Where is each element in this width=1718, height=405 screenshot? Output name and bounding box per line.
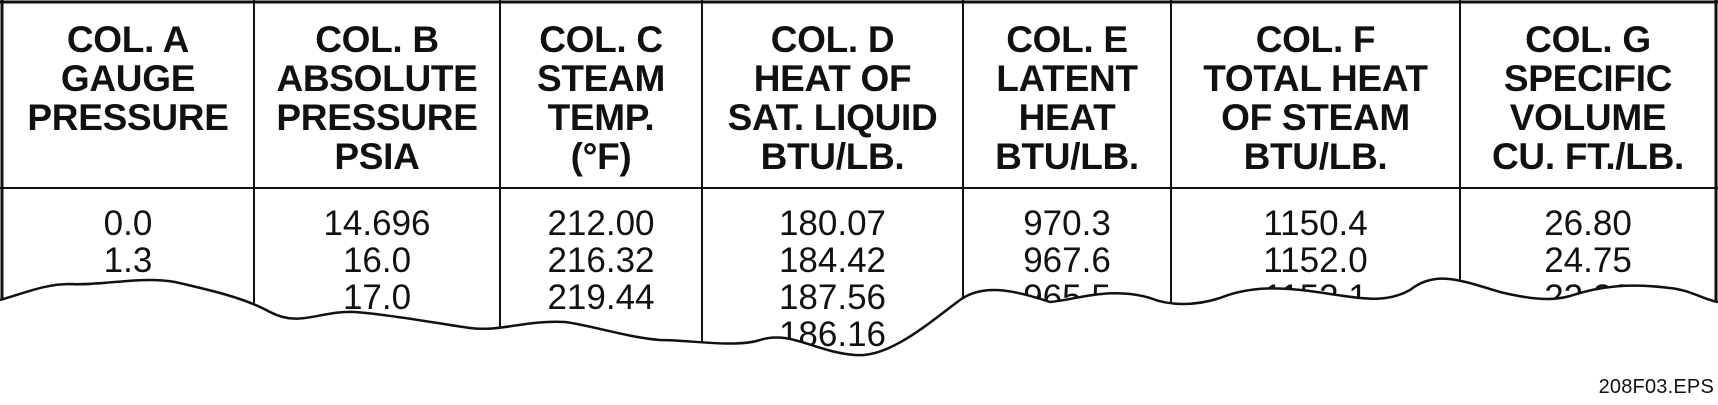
column-a-header-line: COL. A <box>66 19 190 60</box>
column-g-header-line: COL. G <box>1525 19 1651 60</box>
column-d-header-line: BTU/LB. <box>760 136 905 177</box>
column-g-header-line: CU. FT./LB. <box>1492 136 1684 177</box>
column-e-header-line: LATENT <box>996 58 1138 99</box>
column-g-value: 22.39 <box>1544 278 1632 317</box>
column-d-header-line: HEAT OF <box>753 58 912 99</box>
column-e: COL. E LATENT HEAT BTU/LB. 970.3 967.6 9… <box>963 0 1171 330</box>
column-f-value: 1150.4 <box>1263 204 1368 243</box>
column-b-header-line: COL. B <box>315 19 439 60</box>
column-b-header-line: PRESSURE <box>276 97 478 138</box>
column-d-header: COL. D HEAT OF SAT. LIQUID BTU/LB. <box>702 20 963 176</box>
column-f-header-line: COL. F <box>1255 19 1376 60</box>
column-d-value: 187.56 <box>778 278 887 317</box>
column-f-header: COL. F TOTAL HEAT OF STEAM BTU/LB. <box>1171 20 1460 176</box>
column-e-header-line: HEAT <box>1018 97 1116 138</box>
column-a-header-line: PRESSURE <box>27 97 229 138</box>
column-e-value: 965.5 <box>1023 278 1111 317</box>
column-g-header-line: VOLUME <box>1509 97 1667 138</box>
column-b-value: 14.696 <box>323 204 431 243</box>
column-b: COL. B ABSOLUTE PRESSURE PSIA 14.696 16.… <box>254 0 500 330</box>
column-c: COL. C STEAM TEMP. (°F) 212.00 216.32 21… <box>500 0 702 330</box>
column-c-header: COL. C STEAM TEMP. (°F) <box>500 20 702 176</box>
column-b-value: 16.0 <box>342 241 412 280</box>
column-a: COL. A GAUGE PRESSURE 0.0 1.3 <box>2 0 254 330</box>
column-f-header-line: OF STEAM <box>1221 97 1410 138</box>
column-f-header-line: BTU/LB. <box>1243 136 1388 177</box>
column-b-header: COL. B ABSOLUTE PRESSURE PSIA <box>254 20 500 176</box>
column-c-header-line: TEMP. <box>547 97 655 138</box>
column-g-values: 26.80 24.75 22.39 <box>1460 205 1716 316</box>
column-d-values: 180.07 184.42 187.56 186.16 <box>702 205 963 353</box>
column-c-value: 216.32 <box>547 241 655 280</box>
column-g-header-line: SPECIFIC <box>1503 58 1673 99</box>
column-c-value: 212.00 <box>547 204 655 243</box>
column-e-header: COL. E LATENT HEAT BTU/LB. <box>963 20 1171 176</box>
column-e-value: 970.3 <box>1023 204 1111 243</box>
column-g-value: 26.80 <box>1544 204 1632 243</box>
column-g: COL. G SPECIFIC VOLUME CU. FT./LB. 26.80… <box>1460 0 1716 330</box>
column-c-values: 212.00 216.32 219.44 <box>500 205 702 316</box>
column-b-values: 14.696 16.0 17.0 <box>254 205 500 316</box>
column-g-value: 24.75 <box>1544 241 1632 280</box>
column-d-header-line: COL. D <box>770 19 895 60</box>
column-a-header: COL. A GAUGE PRESSURE <box>2 20 254 137</box>
column-d-value: 184.42 <box>778 241 887 280</box>
column-e-value: 967.6 <box>1023 241 1111 280</box>
column-b-header-line: PSIA <box>334 136 420 177</box>
column-a-header-line: GAUGE <box>60 58 196 99</box>
column-a-value: 0.0 <box>103 204 153 243</box>
torn-edge <box>0 277 1718 357</box>
column-f-header-line: TOTAL HEAT <box>1203 58 1428 99</box>
column-d-header-line: SAT. LIQUID <box>727 97 938 138</box>
column-e-header-line: BTU/LB. <box>995 136 1139 177</box>
column-b-value: 17.0 <box>342 278 412 317</box>
column-a-values: 0.0 1.3 <box>2 205 254 279</box>
figure-file-label: 208F03.EPS <box>1598 376 1714 398</box>
column-e-header-line: COL. E <box>1006 19 1128 60</box>
column-c-value: 219.44 <box>547 278 655 317</box>
column-d-value: 180.07 <box>778 204 887 243</box>
column-f: COL. F TOTAL HEAT OF STEAM BTU/LB. 1150.… <box>1171 0 1460 330</box>
column-b-header-line: ABSOLUTE <box>276 58 478 99</box>
column-c-header-line: STEAM <box>536 58 665 99</box>
column-a-value: 1.3 <box>103 241 153 280</box>
column-g-header: COL. G SPECIFIC VOLUME CU. FT./LB. <box>1460 20 1716 176</box>
column-d: COL. D HEAT OF SAT. LIQUID BTU/LB. 180.0… <box>702 0 963 353</box>
column-d-value: 186.16 <box>778 315 887 354</box>
column-c-header-line: (°F) <box>570 136 632 177</box>
column-f-value: 1152.0 <box>1263 241 1368 280</box>
column-c-header-line: COL. C <box>539 19 663 60</box>
